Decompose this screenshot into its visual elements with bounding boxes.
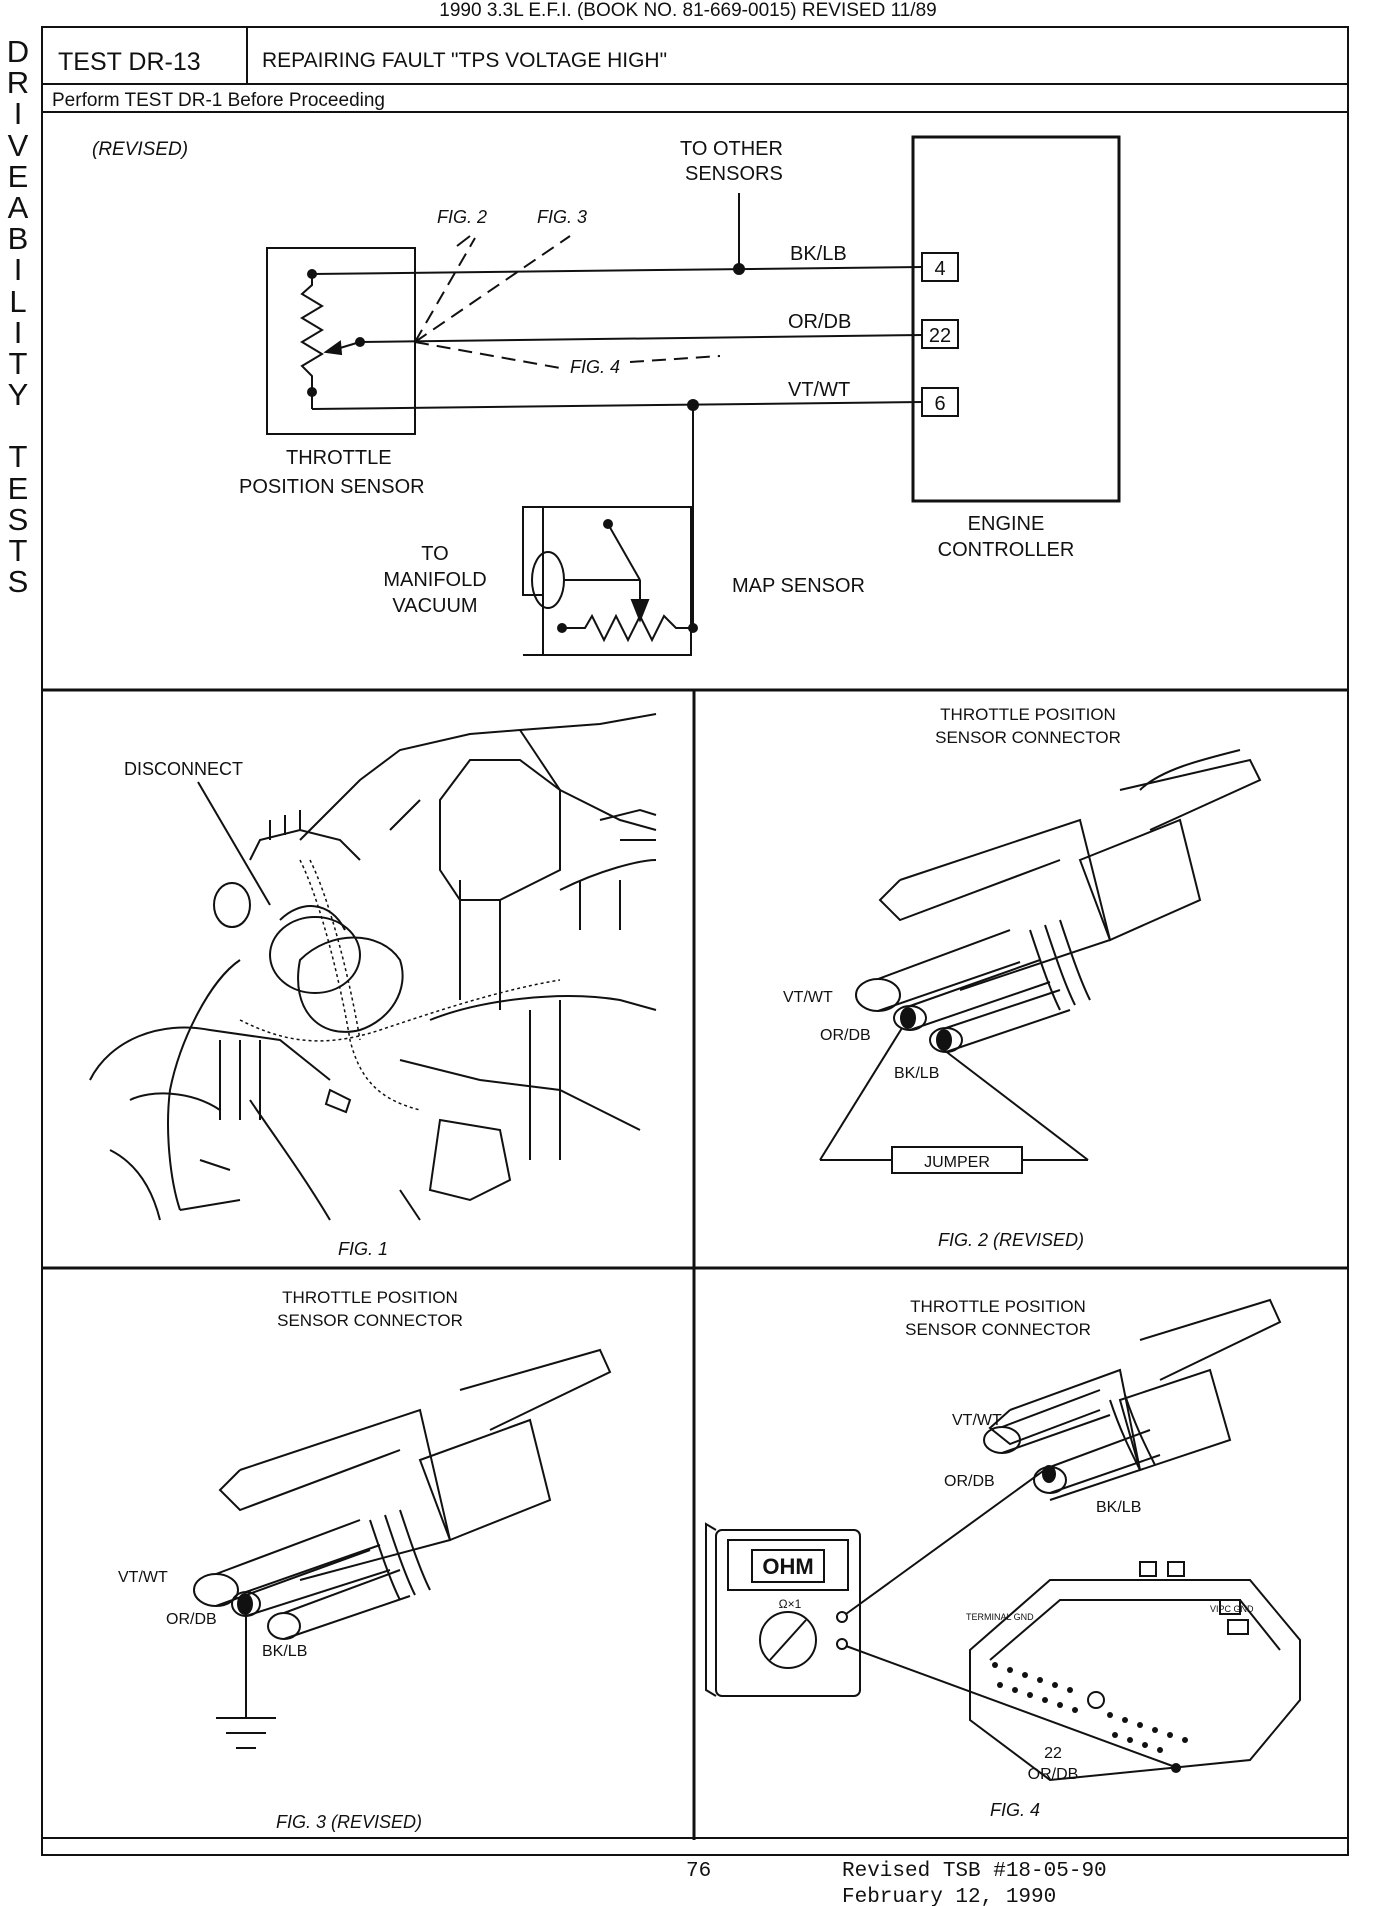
schematic-lines (266, 135, 1121, 656)
fig4-wire-bklb: BK/LB (1096, 1499, 1141, 1516)
fig2-wire-bklb: BK/LB (894, 1065, 939, 1082)
side-letter: L (9, 283, 27, 319)
fig4-title-line2: SENSOR CONNECTOR (905, 1320, 1091, 1339)
side-letter: S (7, 501, 29, 537)
fig2-bklb-terminal (936, 1029, 952, 1051)
to-other-sensors-line2: SENSORS (685, 163, 783, 185)
engine-illustration (89, 713, 657, 1221)
fig4-pin-wire: OR/DB (1028, 1766, 1079, 1783)
schematic-nodes (307, 263, 745, 633)
page-number: 76 (686, 1860, 711, 1883)
manifold-label-line1: TO (421, 543, 448, 565)
fig3-ordb-terminal (237, 1593, 253, 1615)
to-other-sensors-line1: TO OTHER (680, 138, 783, 160)
fig4-caption: FIG. 4 (990, 1800, 1040, 1820)
side-letter: A (7, 190, 29, 226)
fig4-wire-ordb: OR/DB (944, 1473, 995, 1490)
side-letter: I (13, 252, 23, 288)
fig4-terminal-gnd: TERMINAL GND (966, 1612, 1034, 1622)
side-letter: S (7, 564, 29, 600)
side-letter: E (7, 470, 29, 506)
side-letter: D (6, 34, 30, 69)
revised-note: (REVISED) (92, 139, 188, 160)
fig3-title-line1: THROTTLE POSITION (282, 1288, 458, 1307)
wire-label-ordb: OR/DB (788, 311, 851, 333)
fig4-meter-display: OHM (762, 1554, 813, 1579)
test-instruction: Perform TEST DR-1 Before Proceeding (52, 90, 385, 111)
fig3-wire-vtwt: VT/WT (118, 1569, 168, 1586)
map-sensor-label: MAP SENSOR (732, 575, 865, 597)
fig2-caption: FIG. 2 (REVISED) (938, 1230, 1084, 1250)
fig2-ref: FIG. 2 (437, 207, 487, 227)
fig2-title-line2: SENSOR CONNECTOR (935, 728, 1121, 747)
fig2-connector (819, 749, 1262, 1174)
fig1-callout: DISCONNECT (124, 759, 243, 779)
side-letter: V (7, 127, 29, 163)
fig2-ordb-terminal (900, 1007, 916, 1029)
fig4-title-line1: THROTTLE POSITION (910, 1297, 1086, 1316)
harness-pattern (239, 859, 561, 1111)
page-frame (41, 26, 1349, 1856)
tps-label-line2: POSITION SENSOR (239, 476, 425, 498)
side-letter: R (6, 65, 30, 101)
pin-22: 22 (929, 325, 951, 347)
fig2-jumper: JUMPER (924, 1154, 990, 1171)
fig2-wire-vtwt: VT/WT (783, 989, 833, 1006)
engine-controller-line1: ENGINE (968, 513, 1045, 535)
tps-label-line1: THROTTLE (286, 447, 392, 469)
fig4-vipc-gnd: VIPC GND (1210, 1604, 1254, 1614)
fig4-wire-vtwt: VT/WT (952, 1412, 1002, 1429)
side-letter: I (13, 314, 23, 350)
side-letter: T (8, 346, 28, 382)
wire-label-vtwt: VT/WT (788, 379, 850, 401)
fig3-wire-ordb: OR/DB (166, 1611, 217, 1628)
document-header: 1990 3.3L E.F.I. (BOOK NO. 81-669-0015) … (439, 0, 937, 21)
manifold-label-line2: MANIFOLD (383, 569, 486, 591)
fig4-meter-range: Ω×1 (779, 1597, 802, 1611)
fig3-connector (193, 1348, 612, 1749)
fig4-connector-pins (992, 1465, 1188, 1773)
wire-label-bklb: BK/LB (790, 243, 847, 265)
fig4-ref: FIG. 4 (570, 357, 620, 377)
fig1-callout-leader (197, 781, 271, 906)
fig2-title-line1: THROTTLE POSITION (940, 705, 1116, 724)
side-letter: Y (7, 377, 29, 413)
manifold-label-line3: VACUUM (392, 595, 477, 617)
side-letter: E (7, 158, 29, 194)
engine-controller-line2: CONTROLLER (938, 539, 1075, 561)
fig3-ref: FIG. 3 (537, 207, 587, 227)
fig4-pin-number: 22 (1044, 1745, 1062, 1762)
fig3-caption: FIG. 3 (REVISED) (276, 1812, 422, 1832)
fig3-title-line2: SENSOR CONNECTOR (277, 1311, 463, 1330)
side-letter: I (13, 96, 23, 132)
side-letter: T (8, 439, 28, 475)
footer-date: February 12, 1990 (842, 1886, 1056, 1906)
fig4-connector (705, 1298, 1301, 1782)
fig2-wire-ordb: OR/DB (820, 1027, 871, 1044)
pin-6: 6 (934, 393, 945, 415)
side-letter: B (7, 221, 29, 257)
test-title: REPAIRING FAULT "TPS VOLTAGE HIGH" (262, 49, 667, 72)
fig3-wire-bklb: BK/LB (262, 1643, 307, 1660)
side-letter: T (8, 533, 28, 569)
pin-4: 4 (934, 258, 945, 280)
side-title: D R I V E A B I L I T Y T E S T S (4, 34, 32, 600)
footer-revision: Revised TSB #18-05-90 (842, 1860, 1107, 1883)
test-id: TEST DR-13 (58, 48, 201, 76)
fig1-caption: FIG. 1 (338, 1239, 388, 1259)
